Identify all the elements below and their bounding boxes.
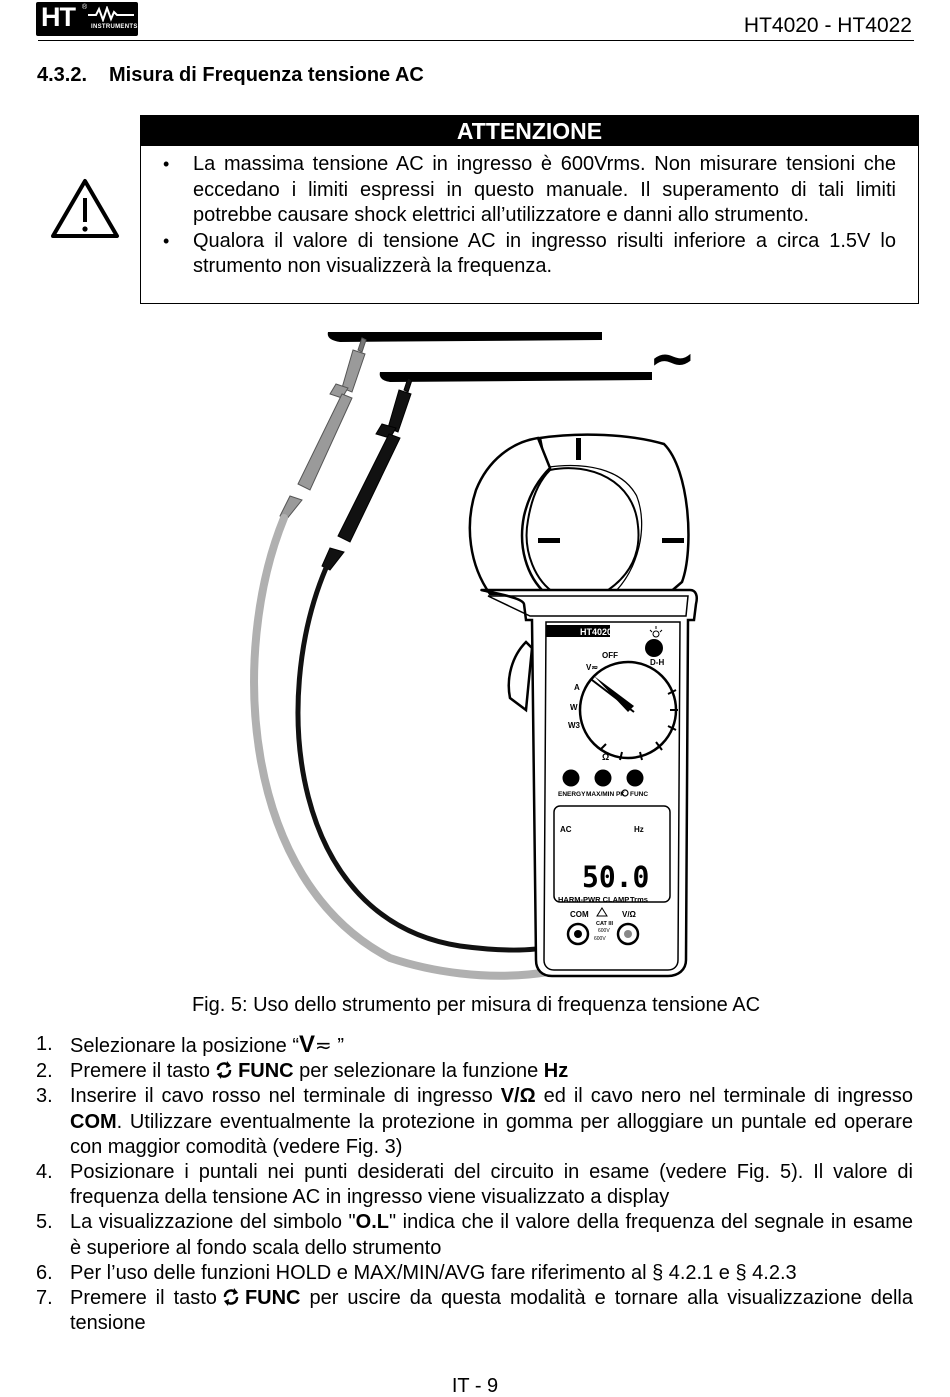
- lcd-mode: AC: [560, 825, 572, 834]
- warning-heading: ATTENZIONE: [141, 116, 918, 146]
- jaw-mark-top: [576, 438, 581, 460]
- jaw-mark-right: [662, 538, 684, 543]
- dial-w-label: W: [570, 703, 578, 712]
- conductor-bar-lower: [379, 372, 652, 382]
- backlight-icon: [649, 626, 663, 638]
- brand-label: HT4020: [580, 627, 612, 637]
- list-item: 4.Posizionare i puntali nei punti deside…: [36, 1161, 913, 1209]
- dh-button: [645, 639, 663, 657]
- lcd-frame: [553, 805, 671, 903]
- warning-item: La massima tensione AC in ingresso è 600…: [163, 152, 896, 229]
- model-label: HT4020 - HT4022: [743, 14, 912, 37]
- brand-plate: [546, 625, 610, 637]
- meter-body: [480, 588, 698, 978]
- func-cycle-icon: [621, 789, 629, 797]
- com-label: COM: [570, 910, 589, 919]
- cat-label: CAT III: [596, 921, 613, 927]
- maxmin-button: [594, 769, 612, 787]
- dial-a-label: A: [574, 683, 580, 692]
- cat-600-b: 600V: [594, 936, 606, 942]
- section-heading: 4.3.2. Misura di Frequenza tensione AC: [37, 64, 424, 87]
- black-probe: [321, 377, 413, 571]
- registered-icon: ®: [82, 4, 88, 11]
- warning-item: Qualora il valore di tensione AC in ingr…: [163, 229, 896, 280]
- figure-caption: Fig. 5: Uso dello strumento per misura d…: [191, 994, 761, 1016]
- list-item: 3.Inserire il cavo rosso nel terminale d…: [36, 1085, 913, 1158]
- energy-button: [562, 769, 580, 787]
- red-probe: [279, 337, 367, 521]
- section-title: Misura di Frequenza tensione AC: [109, 64, 424, 86]
- dh-label: D-H: [650, 658, 664, 667]
- jaw-mark-left: [538, 538, 560, 543]
- dial-w3-label: W3: [568, 721, 581, 730]
- trms-label: Trms: [630, 895, 648, 904]
- volt-ac-symbol: V: [299, 1031, 316, 1058]
- func-button: [626, 769, 644, 787]
- warning-box: ATTENZIONE La massima tensione AC in ing…: [140, 115, 919, 304]
- list-item: 5.La visualizzazione del simbolo "O.L" i…: [36, 1211, 913, 1259]
- lcd-unit: Hz: [634, 825, 644, 834]
- header-divider: [38, 40, 914, 41]
- dial-off-label: OFF: [602, 651, 618, 660]
- page-number: IT - 9: [451, 1375, 499, 1397]
- warning-list: La massima tensione AC in ingresso è 600…: [141, 146, 918, 280]
- dial-v-label: V≂: [586, 663, 598, 672]
- clamp-trigger: [507, 640, 534, 713]
- vohm-label: V/Ω: [622, 910, 637, 919]
- procedure-steps: 1.Selezionare la posizione “V≂ ” 2.Preme…: [36, 1032, 913, 1336]
- list-item: 1.Selezionare la posizione “V≂ ”: [36, 1031, 345, 1058]
- energy-label: ENERGY: [558, 791, 586, 798]
- logo-subtext: INSTRUMENTS: [91, 24, 138, 30]
- lcd-reading: 50.0: [582, 859, 649, 894]
- terminal-warning-icon: [596, 907, 608, 917]
- func-label: FUNC: [630, 791, 648, 798]
- clamp-meter-figure: ~ HT4020 D-H: [250, 324, 698, 980]
- list-item: 6.Per l’uso delle funzioni HOLD e MAX/MI…: [36, 1261, 797, 1284]
- dial-ohm-label: Ω: [602, 752, 609, 762]
- warning-triangle-icon: [51, 179, 119, 238]
- cat-600-a: 600V: [598, 928, 610, 934]
- model-band: HARM-PWR CLAMP: [558, 895, 629, 904]
- ht-logo: HT ® INSTRUMENTS: [36, 2, 138, 36]
- logo-wave-icon: [88, 6, 134, 22]
- func-cycle-icon: [216, 1061, 232, 1080]
- func-cycle-icon: [223, 1288, 239, 1307]
- conductor-bar-upper: [327, 332, 602, 342]
- maxmin-label: MAX/MIN PK: [586, 791, 625, 798]
- ac-symbol: ~: [648, 324, 697, 392]
- dial-pointer: [594, 676, 634, 712]
- logo-text: HT: [41, 2, 76, 32]
- section-number: 4.3.2.: [37, 64, 88, 86]
